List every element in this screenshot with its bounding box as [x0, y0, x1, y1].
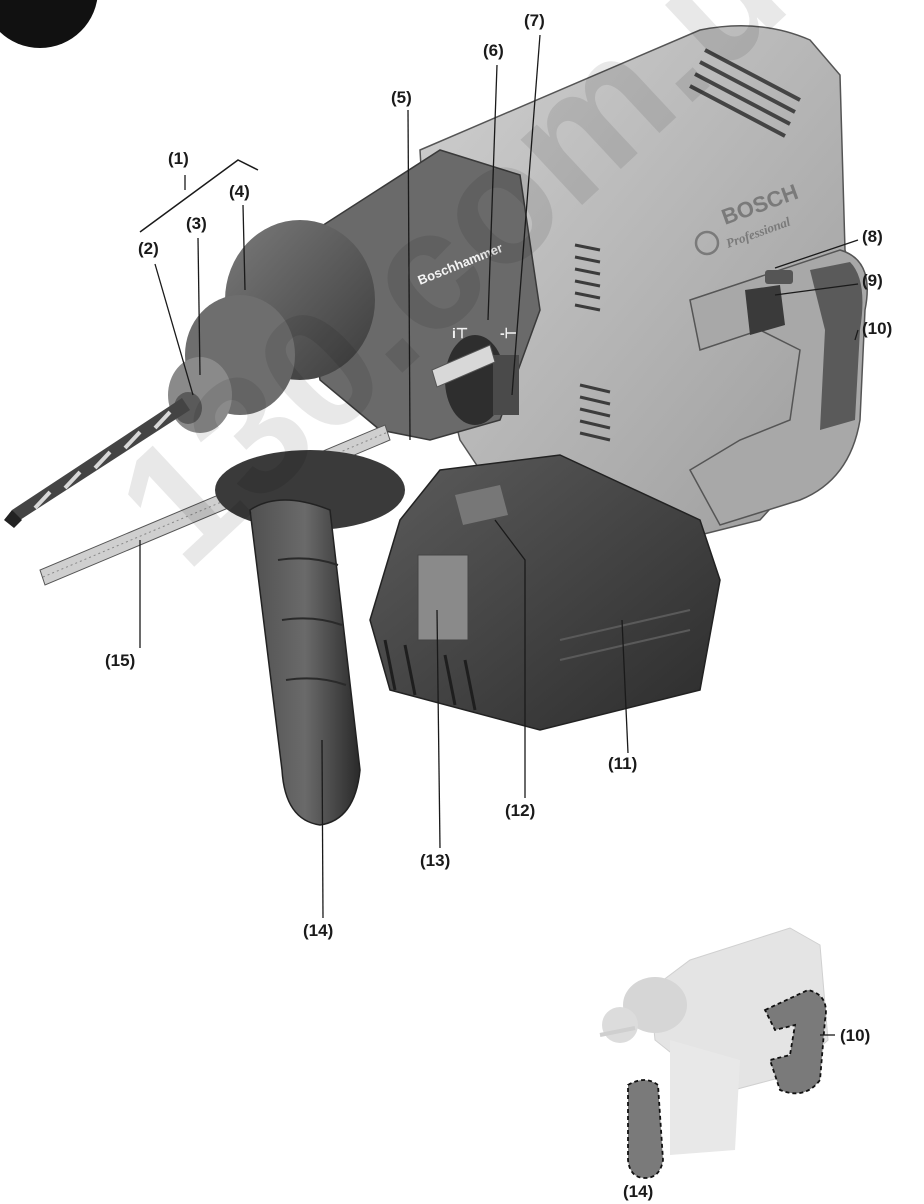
chisel-mode-icon: -⊢ [500, 325, 517, 341]
callout-7: (7) [524, 11, 545, 30]
callout-13: (13) [420, 851, 451, 870]
drill-bit [4, 398, 190, 528]
inset-diagram [599, 927, 835, 1179]
hammer-mode-icon: i⊤ [452, 325, 468, 341]
callout-9: (9) [862, 271, 883, 290]
brand-logo-icon [694, 230, 720, 256]
callout-15: (15) [105, 651, 136, 670]
inset-callout-14: (14) [623, 1182, 654, 1201]
callout-10: (10) [862, 319, 893, 338]
rear-grip-softzone [810, 262, 863, 430]
leader-lines [139, 34, 859, 919]
tool-holder [168, 220, 375, 433]
callout-8: (8) [862, 227, 883, 246]
inset-callout-10: (10) [840, 1026, 871, 1045]
top-vents [689, 48, 801, 138]
callout-1: (1) [168, 149, 189, 168]
callout-3: (3) [186, 214, 207, 233]
callout-2: (2) [138, 239, 159, 258]
battery-label-plate [417, 554, 469, 641]
callout-14: (14) [303, 921, 334, 940]
callout-12: (12) [505, 801, 536, 820]
callout-4: (4) [229, 182, 250, 201]
trigger-lock [765, 270, 793, 284]
depth-stop-button [431, 344, 496, 388]
callout-6: (6) [483, 41, 504, 60]
inset-aux-grip [627, 1079, 664, 1179]
inset-rear-grip [763, 989, 827, 1095]
aux-handle [249, 499, 361, 826]
aux-handle-ribs [277, 557, 347, 686]
charge-indicator [455, 485, 508, 525]
trigger [745, 285, 785, 335]
battery-pack [369, 454, 721, 731]
side-vents [574, 243, 611, 442]
bracket-group-1 [139, 159, 259, 233]
callout-5: (5) [391, 88, 412, 107]
corner-symbol-icon [0, 0, 98, 48]
callout-11: (11) [608, 754, 638, 773]
